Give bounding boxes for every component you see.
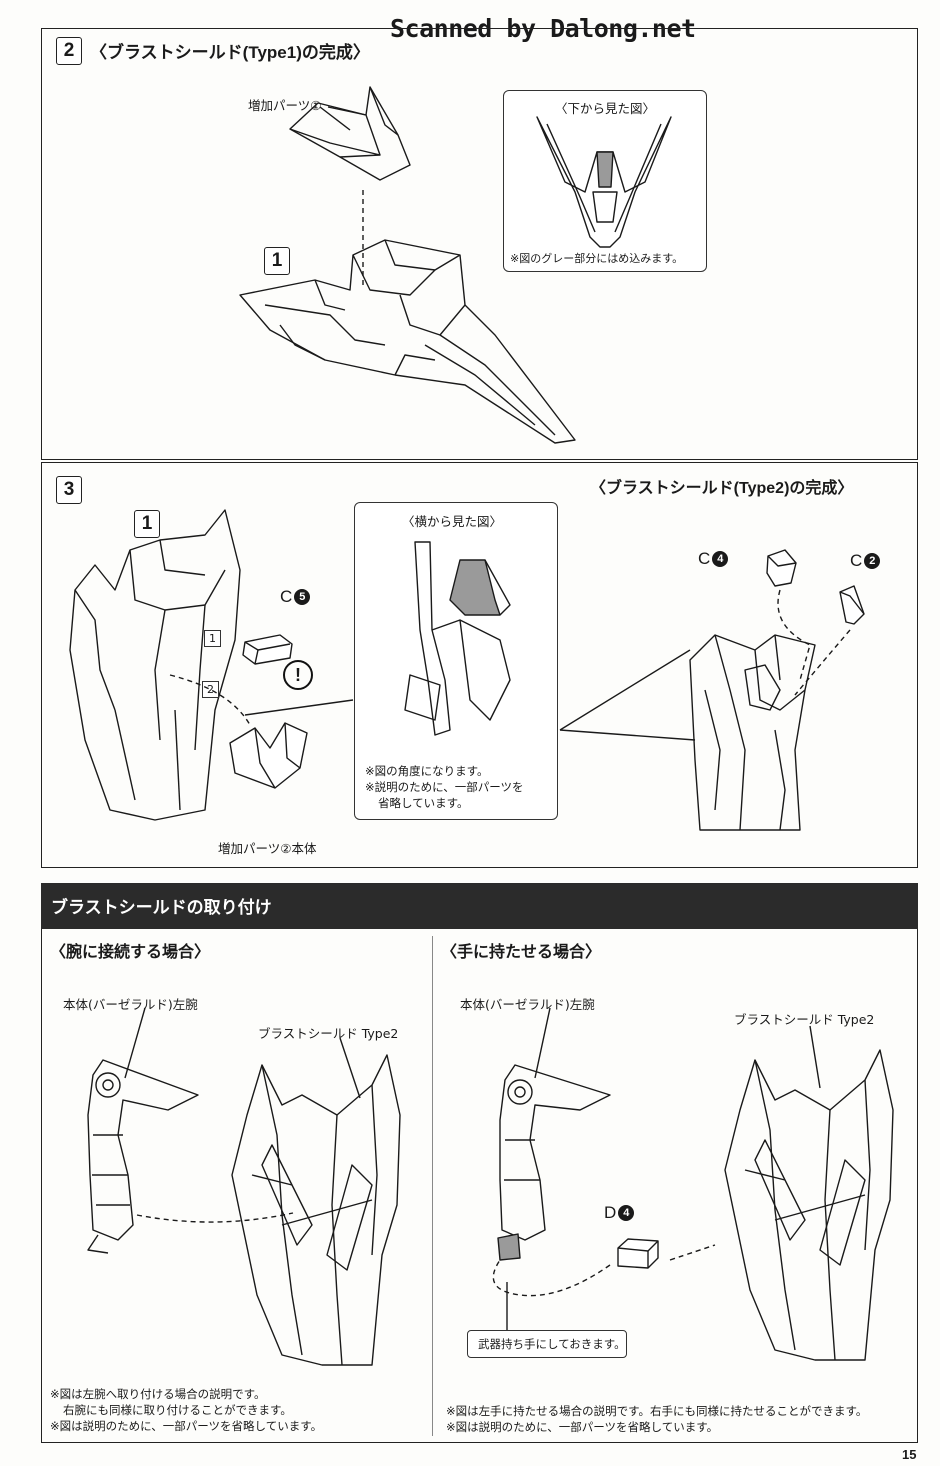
arm-leader-lines: [124, 1007, 361, 1099]
step2-marker: 1: [264, 247, 290, 275]
arm-note-3: ※図は説明のために、一部パーツを省略しています。: [50, 1419, 323, 1433]
caution-icon: !: [283, 660, 313, 690]
arm-title: 〈腕に接続する場合〉: [50, 944, 211, 961]
arm-dashed-guide: [136, 1212, 294, 1223]
type2-shield-drawing: [689, 634, 816, 831]
hand-dashed-guides: [492, 1244, 716, 1297]
callout-letter: C: [280, 587, 293, 606]
arm-note-1: ※図は左腕へ取り付ける場合の説明です。: [50, 1387, 266, 1401]
hand-left-arm-drawing: [497, 1064, 611, 1261]
hand-note: 武器持ち手にしておきます。: [478, 1337, 626, 1351]
step3-lines-to-type2: [559, 649, 696, 741]
step2-panel: [41, 28, 918, 460]
step2-part-label: 増加パーツ①: [248, 98, 322, 113]
side-view-drawing: [404, 541, 511, 736]
step3-dashed-guide: [169, 674, 251, 726]
step2-number: 2: [56, 37, 82, 65]
hand-shield-type2-drawing: [724, 1049, 894, 1361]
step3-part-label: 増加パーツ②本体: [218, 841, 317, 856]
part-c2-drawing: [839, 585, 865, 625]
part-1-leader-line: [319, 106, 351, 131]
callout-letter: C: [850, 551, 863, 570]
caution-symbol: !: [295, 664, 301, 685]
step3-inset-note-2: ※説明のために、一部パーツを: [365, 780, 524, 794]
part-d4-drawing: [617, 1238, 659, 1269]
attach-divider: [432, 936, 433, 1436]
hand-note-2: ※図は説明のために、一部パーツを省略しています。: [446, 1420, 719, 1434]
hand-leader-lines: [534, 1007, 821, 1089]
arm-note-2: 右腕にも同様に取り付けることができます。: [63, 1403, 292, 1417]
shield-type1-drawing: [239, 239, 576, 444]
callout-number: 4: [618, 1205, 635, 1221]
type2-callout-c2: C 2: [850, 551, 881, 571]
step3-inset-note-1: ※図の角度になります。: [365, 764, 489, 778]
part-c4-drawing: [766, 549, 797, 587]
step2-title: 〈ブラストシールド(Type1)の完成〉: [90, 43, 370, 62]
step3-marker-main: 1: [134, 510, 160, 538]
type2-title: 〈ブラストシールド(Type2)の完成〉: [590, 480, 854, 497]
callout-number: 2: [864, 553, 881, 569]
step3-callout-c5: C 5: [280, 587, 311, 607]
callout-letter: D: [604, 1203, 617, 1222]
step3-lines-to-inset: [244, 699, 354, 716]
hand-body-label: 本体(バーゼラルド)左腕: [460, 997, 595, 1012]
attach-banner: ブラストシールドの取り付け: [51, 898, 272, 917]
attach-panel: [41, 929, 918, 1443]
arm-shield-type2-drawing: [231, 1054, 401, 1366]
hand-title: 〈手に持たせる場合〉: [441, 944, 602, 961]
hand-callout-d4: D 4: [604, 1203, 635, 1223]
hand-note-1: ※図は左手に持たせる場合の説明です。右手にも同様に持たせることができます。: [446, 1404, 868, 1418]
callout-number: 5: [294, 589, 311, 605]
arm-body-label: 本体(バーゼラルド)左腕: [63, 997, 198, 1012]
callout-letter: C: [698, 549, 711, 568]
arm-shield-label: ブラストシールド Type2: [258, 1026, 399, 1041]
shield-back-drawing: [69, 509, 241, 821]
attach-banner-bg: [41, 883, 918, 929]
type2-dashed-guides: [777, 589, 851, 696]
hand-note-box: [467, 1330, 627, 1358]
step3-side-view-inset: [354, 502, 558, 820]
step3-inset-note-3: 省略しています。: [378, 796, 469, 810]
callout-number: 4: [712, 551, 729, 567]
hand-shield-label: ブラストシールド Type2: [734, 1012, 875, 1027]
page-number: 15: [902, 1447, 917, 1462]
added-part-1-drawing: [289, 86, 411, 181]
step3-number: 3: [56, 476, 82, 504]
step3-sub-marker-2: 2: [202, 681, 219, 698]
step2-dashed-guide: [362, 190, 364, 285]
part-2-body-drawing: [229, 722, 308, 789]
left-arm-drawing: [87, 1059, 199, 1254]
step3-panel: [41, 462, 918, 868]
part-c5-drawing: [242, 634, 293, 665]
step2-inset-note: ※図のグレー部分にはめ込みます。: [510, 252, 684, 265]
type2-callout-c4: C 4: [698, 549, 729, 569]
hand-note-leader: [506, 1282, 508, 1330]
step3-sub-marker-1: 1: [204, 630, 221, 647]
step3-inset-title: 〈横から見た図〉: [402, 514, 503, 529]
bottom-view-drawing: [536, 116, 672, 248]
step2-inset-title: 〈下から見た図〉: [555, 101, 656, 116]
